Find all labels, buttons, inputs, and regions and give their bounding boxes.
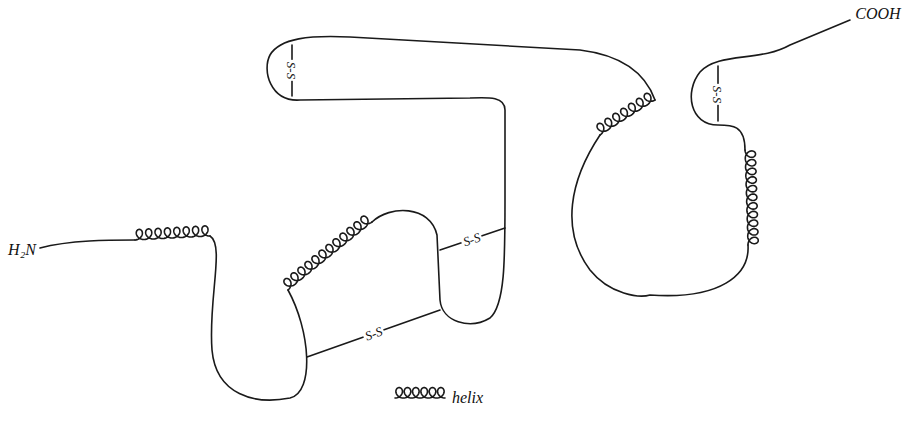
helix-segment [284, 216, 372, 290]
chain-segment [691, 20, 850, 150]
helix-segment [135, 226, 210, 240]
disulfide-bond [440, 228, 505, 250]
chain-segment [210, 236, 307, 400]
terminus-label: COOH [853, 6, 902, 22]
disulfide-label: S-S [460, 229, 484, 248]
disulfide-bond [307, 310, 440, 357]
helix-segment [597, 93, 655, 135]
helix-segment [745, 150, 758, 245]
legend-helix-sample [395, 388, 445, 398]
disulfide-label: S-S [286, 59, 299, 80]
disulfide-label: S-S [362, 323, 387, 343]
legend-text: helix [452, 389, 483, 406]
chain-segment [267, 36, 655, 323]
chain-segment [40, 240, 135, 248]
terminus-label: H₂N [6, 242, 38, 258]
legend-entry: helix [452, 390, 483, 406]
disulfide-label: S-S [712, 83, 725, 104]
chain-segment [572, 135, 748, 296]
